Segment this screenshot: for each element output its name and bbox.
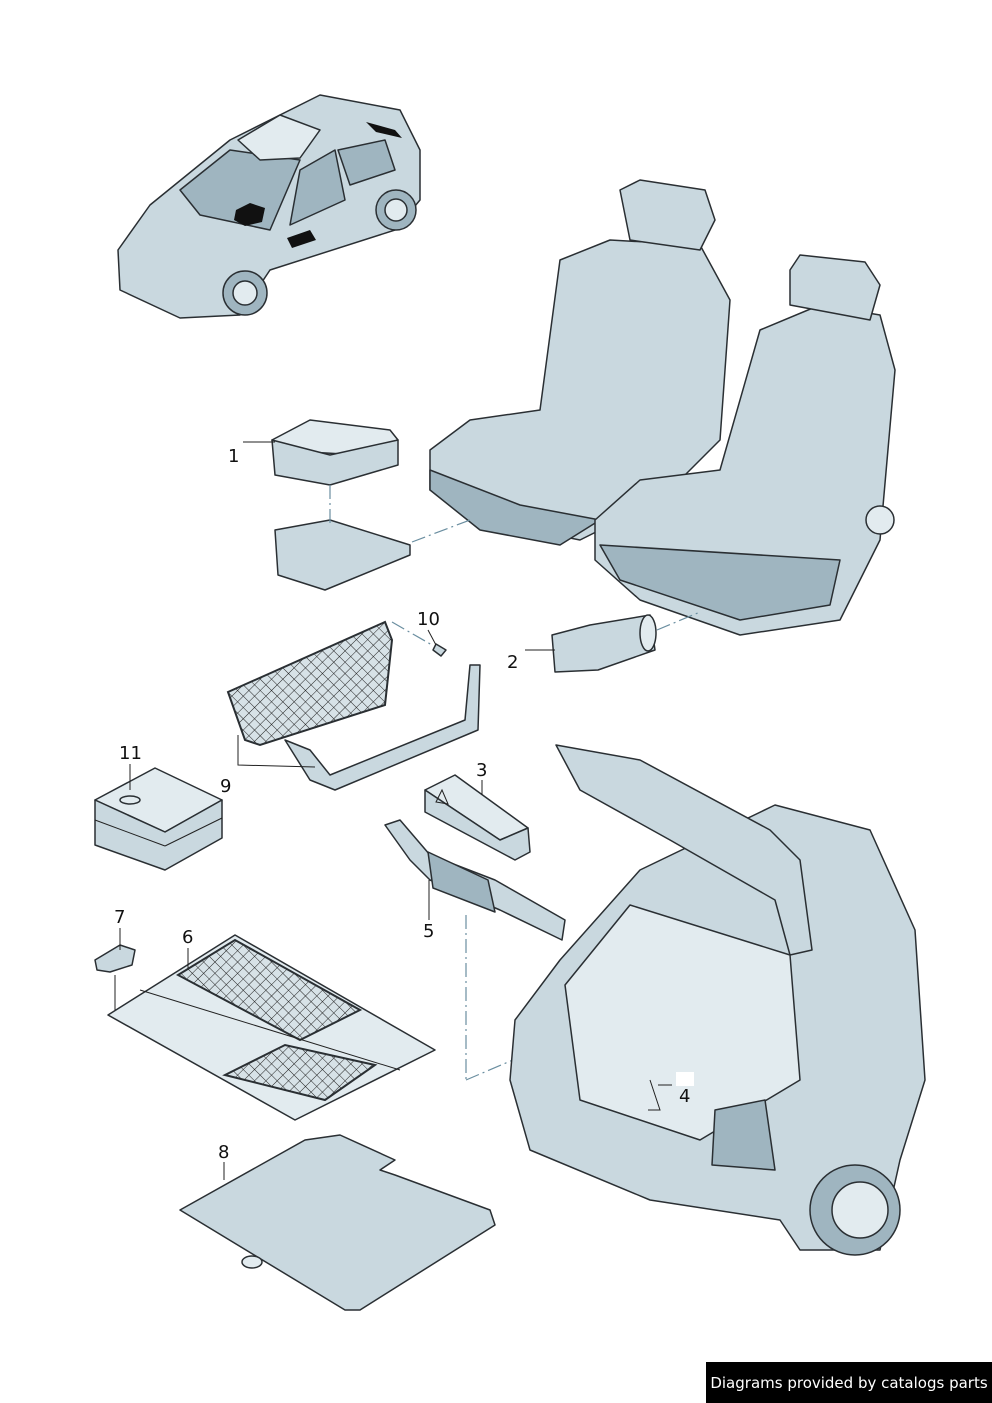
part-3-warning-triangle bbox=[424, 774, 531, 861]
callout-7: 7 bbox=[114, 907, 126, 928]
callout-10: 10 bbox=[417, 609, 440, 630]
callout-4: 4 bbox=[679, 1086, 691, 1107]
part-2-adapter bbox=[551, 611, 701, 673]
part-7-knob bbox=[94, 944, 136, 973]
callout-9: 9 bbox=[220, 776, 232, 797]
part-6-cargo-cover bbox=[107, 934, 436, 1121]
vehicle-rear-trunk bbox=[509, 744, 926, 1256]
callout-6: 6 bbox=[182, 927, 194, 948]
part-1-storage-box bbox=[271, 419, 471, 591]
callout-3: 3 bbox=[476, 760, 488, 781]
callout-5: 5 bbox=[423, 921, 435, 942]
callout-2: 2 bbox=[507, 652, 519, 673]
front-seats bbox=[429, 179, 896, 636]
vehicle-overview bbox=[117, 94, 421, 319]
footer-credit: Diagrams provided by catalogs parts bbox=[706, 1362, 992, 1403]
part-11-first-aid-kit bbox=[94, 767, 223, 871]
footer-credit-text: Diagrams provided by catalogs parts bbox=[710, 1373, 988, 1392]
callout-8: 8 bbox=[218, 1142, 230, 1163]
callout-1: 1 bbox=[228, 446, 240, 467]
leader-lines bbox=[114, 441, 672, 1180]
part-8-floor-mat bbox=[179, 1134, 496, 1311]
callout-11: 11 bbox=[119, 743, 142, 764]
part-9-luggage-net bbox=[226, 620, 481, 791]
